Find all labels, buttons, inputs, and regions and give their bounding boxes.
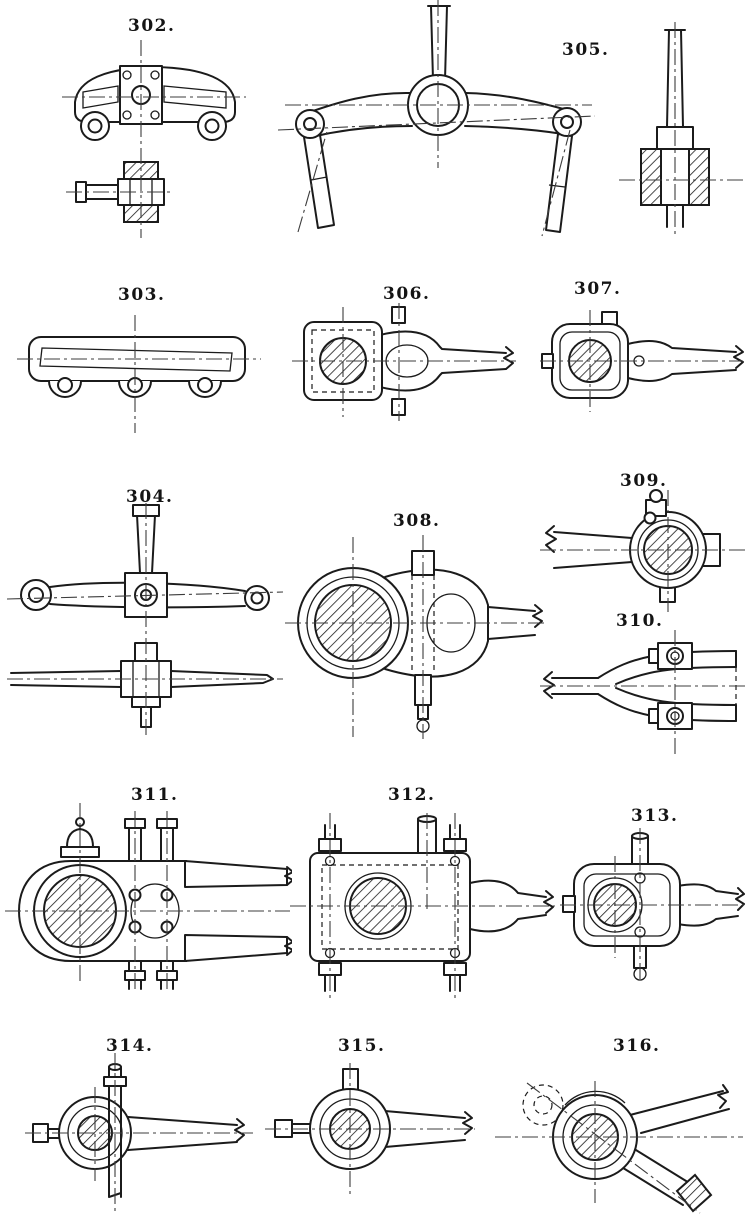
figure-312-label: 312. [388,785,436,805]
figure-308-label: 308. [393,511,441,531]
figure-305-label: 305. [562,40,610,60]
figure-304-drawing [6,503,284,739]
figure-316-label: 316. [613,1036,661,1056]
figure-313-label: 313. [631,806,679,826]
figure-310-label: 310. [616,611,664,631]
figure-305-side-view [619,22,743,236]
figure-312-drawing [290,813,555,998]
figure-316-drawing [495,1081,743,1214]
figure-315-drawing [265,1063,475,1197]
figure-315-label: 315. [338,1036,386,1056]
figure-304-label: 304. [126,487,174,507]
figure-302-drawing [62,40,246,238]
figure-310-drawing [540,630,748,754]
figure-306-drawing [292,303,516,421]
figure-313-drawing [560,828,745,983]
figure-305-drawing [277,0,596,237]
figure-303-label: 303. [118,285,166,305]
figure-314-label: 314. [106,1036,154,1056]
figure-302-label: 302. [128,16,176,36]
figure-311-label: 311. [131,785,179,805]
figure-308-drawing [285,535,545,739]
figure-307-label: 307. [574,279,622,299]
figure-314-drawing [25,1053,253,1213]
figure-311-drawing [5,803,292,993]
figure-307-drawing [540,310,744,412]
figure-303-drawing [17,315,261,433]
figure-309-label: 309. [620,471,668,491]
figure-306-label: 306. [383,284,431,304]
figure-309-drawing [540,489,745,612]
